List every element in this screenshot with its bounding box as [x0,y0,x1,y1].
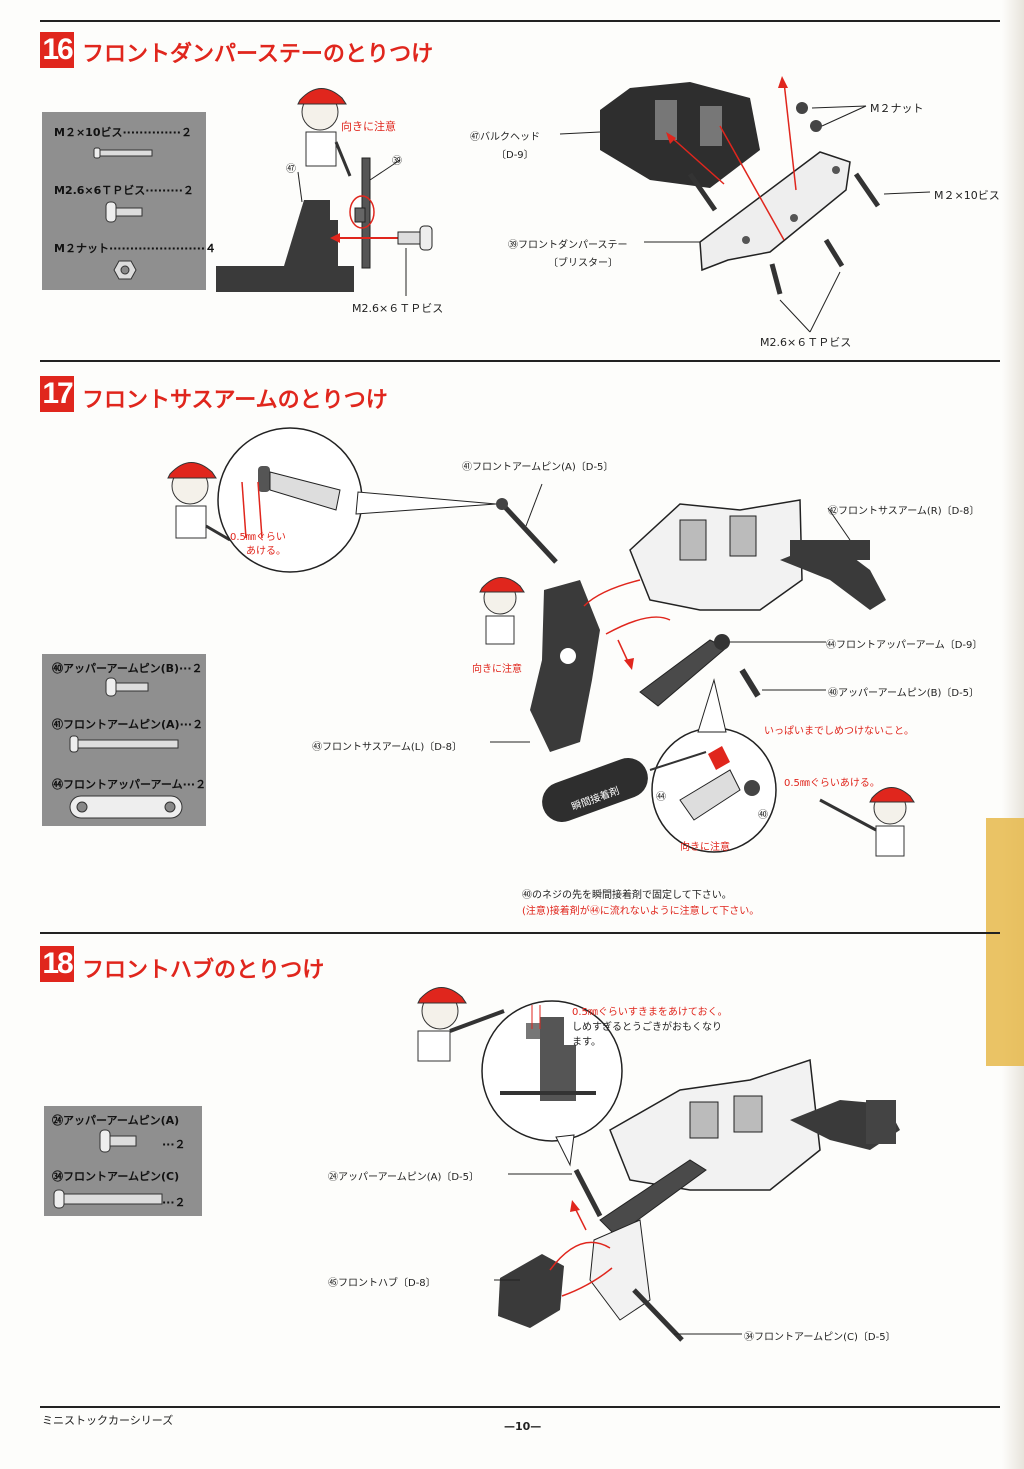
pin-b-callout: ㊵アッパーアームピン(B)〔D-5〕 [828,688,980,699]
section-rule-18 [40,932,1000,934]
bulkhead-label: ㊼バルクヘッド [470,132,540,143]
pin-short-icon [99,1129,137,1153]
tape-mark [986,818,1024,1066]
step-17-number: 17 [40,376,74,412]
pin-c-callout: ㉞フロントアームピン(C)〔D-5〕 [744,1332,896,1343]
part-qty: ···２ [162,1196,186,1209]
gap-note-1: 0.5㎜ぐらいすきまをあけておく。 [572,1007,728,1018]
ref-47-label: ㊼ [286,164,296,175]
step-18-title: フロントハブのとりつけ [82,958,325,983]
part-label: ㉔アッパーアームピン(A) [52,1114,180,1127]
step-18-assembly-diagram [494,1058,900,1342]
pin-a-callout-18: ㉔アッパーアームピン(A)〔D-5〕 [328,1172,480,1183]
damper-stay-ref: 〔ブリスター〕 [548,258,618,269]
part-label: ㊶フロントアームピン(A)···２ [52,718,204,731]
gap-note-top: 0.5㎜ぐらい [230,532,286,543]
step-18-number: 18 [40,946,74,982]
ref-40-label: ㊵ [758,810,768,821]
part-qty: ···２ [162,1138,186,1151]
step-17-gap-detail [167,427,497,573]
pin-a-callout: ㊶フロントアームピン(A)〔D-5〕 [462,462,614,473]
step-17-title: フロントサスアームのとりつけ [82,388,388,413]
gap-note-bottom: 0.5㎜ぐらいあける。 [784,778,880,789]
step-17-assembly-diagram [479,483,915,857]
gap-note-2: しめすぎるとうごきがおもくなり [572,1022,722,1033]
step-17-parts-box: ㊵アッパーアームピン(B)···２ ㊶フロントアームピン(A)···２ ㊹フロン… [42,654,206,826]
part-label: M２×10ビス··············２ [54,126,192,139]
tp-screw-label-right: M2.6×６ＴＰビス [760,336,852,349]
glue-note-2: (注意)接着剤が㊹に流れないように注意して下さい。 [522,906,760,917]
no-tighten-note: いっぱいまでしめつけないこと。 [764,726,914,737]
m2-nut-label: M２ナット [870,102,924,115]
bulkhead-ref: 〔D-9〕 [496,150,534,161]
footer-rule [40,1406,1000,1408]
ref-39-label: ㊴ [392,156,402,167]
caution-label-2: 向きに注意 [680,842,730,853]
step-16-side-diagram [216,88,433,296]
pin-long-icon [53,1189,163,1209]
page-number: —10— [504,1420,542,1433]
top-rule [40,20,1000,22]
m2-screw-label: M２×10ビス [934,189,1000,202]
step-16-number: 16 [40,32,74,68]
step-16-parts-box: M２×10ビス··············２ M2.6×6ＴＰビス·······… [42,112,216,290]
step-16-assembly-diagram [559,76,931,333]
arm-l-callout: ㊸フロントサスアーム(L)〔D-8〕 [312,742,462,753]
damper-stay-label: ㊴フロントダンパーステー [508,240,628,251]
part-label: ㉞フロントアームピン(C) [52,1170,180,1183]
pin-a-icon [69,735,179,753]
gap-note-3: ます。 [572,1037,601,1048]
page-edge-shadow [1002,0,1024,1469]
screw-tp-icon [105,201,143,223]
nut-icon [113,260,137,280]
step-18-gap-detail [417,987,623,1167]
part-label: ㊹フロントアッパーアーム···２ [52,778,207,791]
step-16-title: フロントダンパーステーのとりつけ [82,42,434,67]
upper-arm-callout: ㊹フロントアッパーアーム〔D-9〕 [826,640,983,651]
hub-callout: ㊺フロントハブ〔D-8〕 [328,1278,436,1289]
gap-note-top2: あける。 [246,546,286,557]
caution-label: 向きに注意 [341,120,396,133]
ref-44-label: ㊹ [656,792,666,803]
arm-r-callout: ㊷フロントサスアーム(R)〔D-8〕 [828,506,980,517]
step-18-parts-box: ㉔アッパーアームピン(A) ···２ ㉞フロントアームピン(C) ···２ [44,1106,202,1216]
series-name: ミニストックカーシリーズ [42,1414,174,1427]
tp-screw-label: M2.6×６ＴＰビス [352,302,444,315]
part-label: ㊵アッパーアームピン(B)···２ [52,662,203,675]
pin-b-icon [105,677,149,697]
caution-label: 向きに注意 [472,664,522,675]
glue-note-1: ㊵のネジの先を瞬間接着剤で固定して下さい。 [522,890,732,901]
part-label: M2.6×6ＴＰビス·········２ [54,184,194,197]
screw-long-icon [93,147,153,159]
upper-arm-icon [69,795,183,819]
part-label: M２ナット·······················４ [54,242,217,255]
section-rule-17 [40,360,1000,362]
